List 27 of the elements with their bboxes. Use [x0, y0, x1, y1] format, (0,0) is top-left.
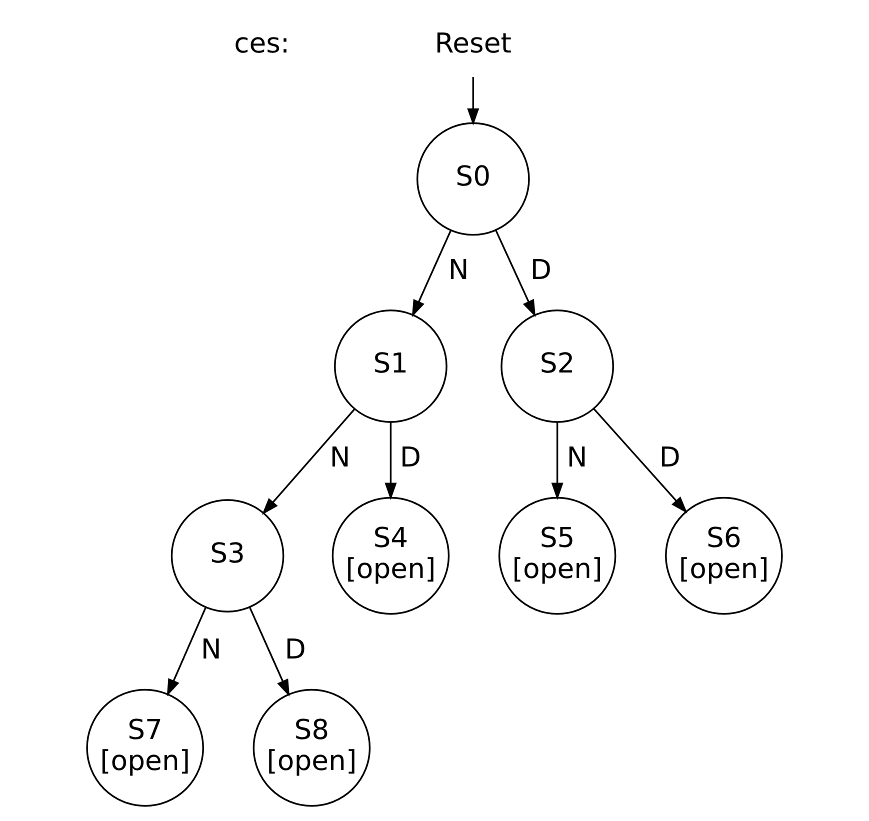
- edge-label: D: [659, 441, 680, 474]
- edge-label: N: [200, 633, 222, 666]
- node-circle: S7 [open]: [86, 688, 204, 807]
- edge-label: D: [400, 441, 422, 474]
- edge-label: N: [448, 254, 469, 286]
- node-circle: S1: [334, 310, 448, 423]
- arrow: [384, 422, 397, 500]
- arrow: [467, 77, 480, 126]
- edge-label: N: [566, 441, 588, 474]
- arrow: [166, 607, 206, 696]
- edge-label: D: [530, 254, 552, 286]
- node-circle: S0: [416, 122, 530, 236]
- node-circle: S4 [open]: [332, 496, 450, 615]
- edge-label: N: [330, 441, 350, 474]
- node-circle: S5 [open]: [498, 496, 616, 615]
- arrow: [495, 230, 536, 318]
- label: ces:: [234, 27, 290, 60]
- node-text: Reset: [434, 27, 512, 60]
- arrow: [412, 230, 452, 318]
- arrow: [248, 606, 290, 697]
- arrow: [262, 408, 356, 515]
- node-circle: S3: [170, 499, 284, 612]
- edge-label: D: [284, 633, 306, 666]
- arrow: [551, 422, 564, 500]
- node-circle: S8 [open]: [252, 688, 371, 807]
- node-circle: S2: [500, 310, 614, 423]
- arrow: [593, 408, 688, 514]
